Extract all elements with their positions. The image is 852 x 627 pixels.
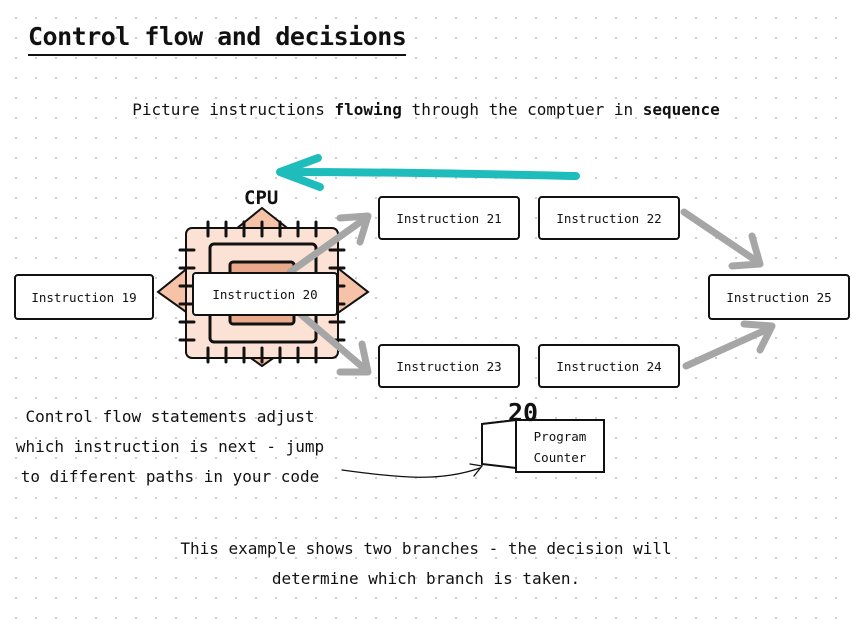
instruction-21-box: Instruction 21 [378, 196, 520, 240]
program-counter-label-line-2: Counter [533, 450, 587, 465]
control-flow-note-line-2: which instruction is next - jump [15, 437, 325, 456]
title-underline [28, 54, 406, 56]
arrow-to-instruction-25-bottom-icon [682, 320, 776, 370]
subtitle: Picture instructions flowing through the… [0, 100, 852, 119]
instruction-25-box: Instruction 25 [708, 274, 850, 320]
instruction-20-box: Instruction 20 [192, 272, 338, 316]
note-pointer-arrow-icon [341, 463, 484, 478]
page-title: Control flow and decisions [28, 22, 407, 51]
subtitle-bold-sequence: sequence [642, 100, 720, 119]
program-counter-box-icon [481, 418, 605, 473]
arrow-to-instruction-23-icon [294, 308, 372, 376]
subtitle-part-1: Picture instructions [132, 100, 335, 119]
branch-arrows [286, 208, 776, 376]
cpu-pins [178, 220, 346, 364]
branches-note: This example shows two branches - the de… [0, 534, 852, 594]
control-flow-note: Control flow statements adjust which ins… [0, 402, 340, 492]
branches-note-line-2: determine which branch is taken. [271, 569, 581, 588]
branches-note-line-1: This example shows two branches - the de… [180, 539, 672, 558]
cpu-label: CPU [244, 187, 279, 209]
instruction-24-box: Instruction 24 [538, 344, 680, 388]
arrow-to-instruction-21-icon [286, 212, 372, 276]
arrow-to-instruction-25-top-icon [680, 208, 764, 270]
subtitle-bold-flowing: flowing [334, 100, 402, 119]
program-counter-value: 20 [508, 398, 539, 427]
control-flow-note-line-3: to different paths in your code [20, 467, 320, 486]
instruction-23-box: Instruction 23 [378, 344, 520, 388]
loop-back-arrow-icon [276, 154, 580, 191]
instruction-22-box: Instruction 22 [538, 196, 680, 240]
instruction-19-box: Instruction 19 [14, 274, 154, 320]
subtitle-part-2: through the comptuer in [401, 100, 643, 119]
program-counter-label-line-1: Program [533, 429, 587, 444]
program-counter-label: Program Counter [516, 426, 604, 468]
control-flow-note-line-1: Control flow statements adjust [25, 407, 315, 426]
